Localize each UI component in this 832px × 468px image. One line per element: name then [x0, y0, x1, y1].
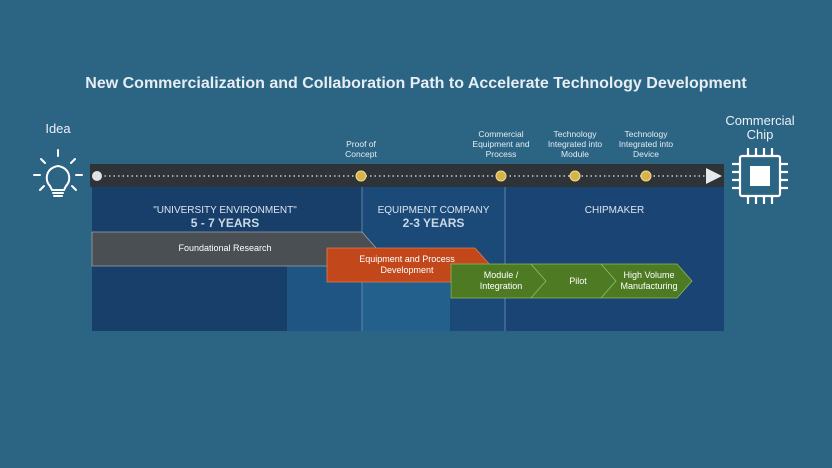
stage-equipment-development: Equipment and Process Development	[359, 254, 455, 275]
arrow-high-volume	[600, 263, 693, 299]
phase-equipment: EQUIPMENT COMPANY 2-3 YEARS	[362, 204, 505, 230]
end-label: Commercial Chip	[718, 114, 802, 142]
timeline-start-dot	[92, 171, 102, 181]
chip-icon	[732, 148, 788, 204]
lightbulb-icon	[33, 149, 83, 197]
stage-module-integration: Module / Integration	[479, 270, 523, 291]
stage-high-volume: High Volume Manufacturing	[620, 270, 678, 291]
start-label: Idea	[45, 121, 71, 136]
milestone-dot-commercial-equipment	[495, 170, 507, 182]
milestone-dot-module	[569, 170, 581, 182]
stage-foundational-research: Foundational Research	[178, 243, 272, 253]
phase-university-years: 5 - 7 YEARS	[190, 216, 260, 230]
stage-pilot: Pilot	[569, 276, 587, 286]
phase-university: "UNIVERSITY ENVIRONMENT" 5 - 7 YEARS	[120, 204, 330, 230]
chipmaker-panel	[505, 187, 724, 331]
phase-chipmaker-name: CHIPMAKER	[584, 205, 645, 216]
page-title: New Commercialization and Collaboration …	[85, 75, 747, 92]
milestone-commercial-equipment: Commercial Equipment and Process	[472, 129, 530, 159]
end-label-text: Commercial Chip	[725, 113, 795, 142]
phase-chipmaker: CHIPMAKER	[505, 204, 724, 217]
phase-equipment-name: EQUIPMENT COMPANY	[377, 205, 490, 216]
milestone-module: Technology Integrated into Module	[547, 129, 603, 159]
milestone-dot-device	[640, 170, 652, 182]
milestone-dot-proof-of-concept	[355, 170, 367, 182]
milestone-proof-of-concept: Proof of Concept	[345, 139, 377, 159]
timeline-arrowhead	[706, 168, 722, 184]
milestone-device: Technology Integrated into Device	[618, 129, 674, 159]
phase-equipment-years: 2-3 YEARS	[402, 216, 465, 230]
phase-university-name: "UNIVERSITY ENVIRONMENT"	[153, 205, 297, 216]
